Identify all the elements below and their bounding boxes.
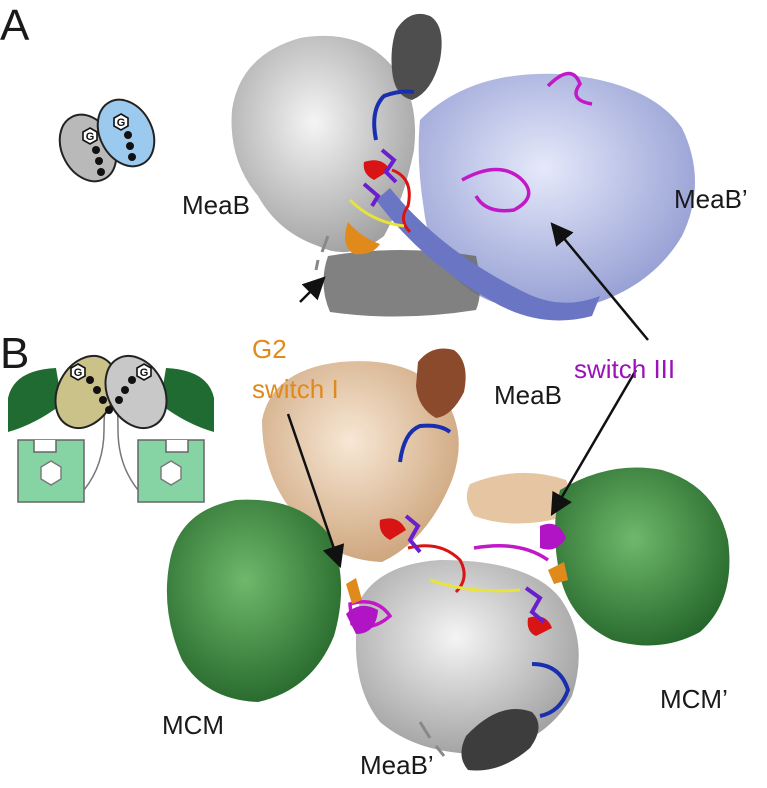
- loop-blue-b1: [398, 423, 452, 463]
- loop-yellow: [348, 198, 405, 228]
- nucleotide-hexagon-icon: [136, 363, 152, 381]
- meab-subunit-gray: [231, 35, 416, 253]
- ligand-a: [362, 148, 398, 208]
- switch-iii-helix-b: [540, 523, 566, 550]
- schematic-b-hexagon-left: [40, 460, 62, 486]
- label-mcm: MCM: [162, 710, 225, 740]
- schematic-a: G G: [58, 98, 156, 183]
- panel-letter-a: A: [0, 1, 30, 50]
- switch-iii-loop: [461, 71, 593, 213]
- arrow-switch-iii-to-b: [550, 369, 638, 516]
- arrow-switch-iii-to-a: [550, 222, 649, 341]
- mcm-prime-domain-right: [555, 467, 730, 646]
- structure-a: [231, 13, 695, 321]
- red-helix-a: [363, 160, 390, 180]
- schematic-b: G G: [8, 354, 214, 503]
- label-mcm-prime: MCM’: [660, 684, 728, 714]
- arrow-g2-to-a: [299, 276, 326, 303]
- nucleotide-letter: G: [140, 367, 149, 379]
- schematic-b-mcm-cap-right: [160, 368, 214, 432]
- ligand-b: [404, 514, 546, 624]
- missing-segment-dashes-b: [418, 721, 446, 757]
- schematic-b-notch-left: [33, 440, 57, 453]
- nucleotide-hexagon-icon: [82, 127, 98, 145]
- red-helix-b2: [527, 616, 552, 636]
- label-meab-prime-bottom: MeaB’: [360, 750, 434, 780]
- loop-red: [391, 168, 412, 234]
- label-g2: G2: [252, 334, 287, 364]
- meab-brown-helix: [416, 348, 466, 418]
- nucleotide-hexagon-icon: [70, 363, 86, 381]
- mcm-domain-left: [166, 499, 342, 702]
- structure-b: [166, 348, 730, 771]
- nucleotide-letter: G: [74, 367, 83, 379]
- missing-segment-dashes: [314, 235, 330, 271]
- label-switch-i: switch I: [252, 374, 339, 404]
- label-meab-bottom: MeaB: [494, 380, 562, 410]
- nucleotide-letter: G: [117, 117, 126, 129]
- switch-i-orange-b1: [346, 578, 362, 604]
- label-meab-prime-top: MeaB’: [674, 184, 748, 214]
- meab-dark-helix: [391, 13, 442, 100]
- panel-letter-b: B: [0, 329, 30, 378]
- schematic-a-chain-gray: [92, 146, 105, 176]
- meab-subunit-tan: [262, 361, 459, 562]
- label-switch-iii: switch III: [574, 354, 676, 384]
- schematic-a-chain-blue: [124, 131, 136, 161]
- switch-i-orange: [345, 222, 380, 255]
- nucleotide-hexagon-icon: [113, 113, 129, 131]
- nucleotide-letter: G: [86, 131, 95, 143]
- meab-prime-subunit-gray-bottom: [355, 560, 579, 755]
- loop-yellow-b: [429, 578, 521, 593]
- meab-prime-slate-helix: [376, 188, 600, 321]
- meab-prime-subunit-blue: [418, 73, 695, 311]
- switch-i-orange-b2: [548, 562, 568, 584]
- meab-prime-dark-helix-bottom: [461, 709, 539, 771]
- label-meab-top: MeaB: [182, 190, 250, 220]
- red-helix-b1: [379, 518, 406, 540]
- schematic-b-mcm-cap-left: [8, 368, 62, 432]
- arrow-switch-i-to-b: [286, 413, 345, 569]
- loop-red-b: [407, 544, 466, 594]
- schematic-b-chain: [86, 376, 136, 414]
- schematic-b-notch-right: [165, 440, 189, 453]
- loop-blue-b2: [531, 662, 571, 718]
- schematic-b-hexagon-right: [160, 460, 182, 486]
- meab-tan-helix-right: [466, 472, 570, 524]
- switch-iii-helix-b2: [346, 605, 378, 634]
- loop-blue: [372, 89, 415, 141]
